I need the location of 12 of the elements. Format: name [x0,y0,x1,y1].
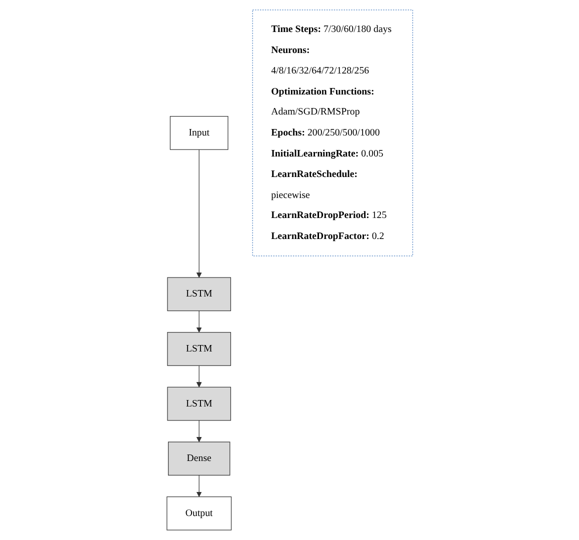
node-box: LSTM [166,277,231,312]
node-box: Dense [168,442,230,476]
arrow [196,365,202,388]
node-box: Input [170,116,228,150]
node-box: Output [166,496,232,530]
arrow [196,474,202,498]
node-box: LSTM [166,332,231,366]
arrow [196,149,202,278]
arrow [196,310,202,333]
arrow [196,420,202,442]
node-box: LSTM [166,386,231,421]
node-box: Time Steps: 7/30/60/180 days Neurons: 4/8/16/32/64/72/128/256 Optimization Functions: Adam/SGD/RMSProp Epochs: 200/250/500/1000 InitialLearningRate: 0.005 LearnRateSchedule: piecewise LearnRateDropPeriod: 125 LearnRateDropFactor: 0.2 [252,10,413,256]
